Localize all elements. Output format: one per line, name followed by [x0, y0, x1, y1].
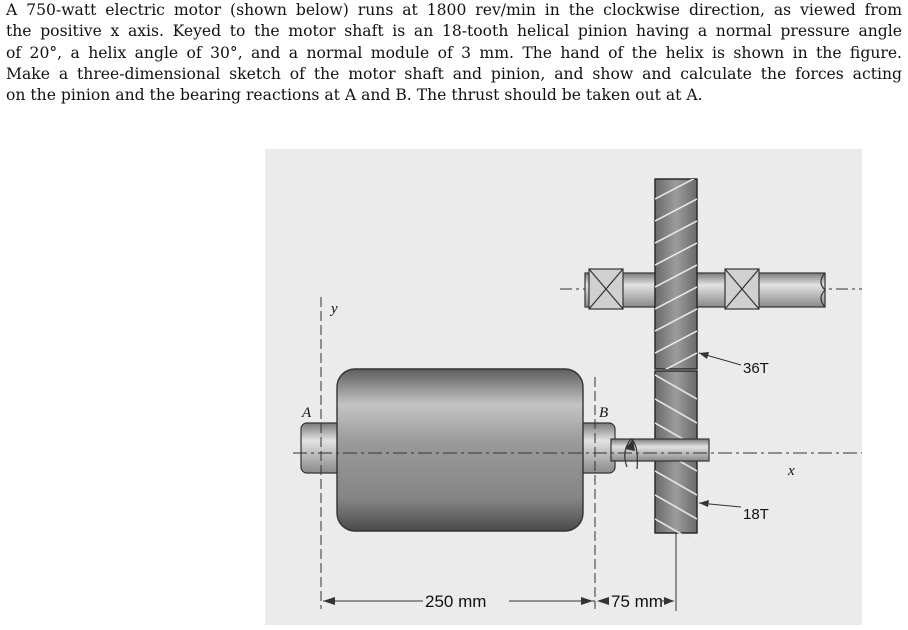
pinion-label-arrowhead [699, 500, 709, 507]
dim-ab-arrow-right [581, 597, 593, 605]
dim-bp-arrow-left [597, 597, 609, 605]
problem-line-2: the positive x axis. Keyed to the motor … [6, 22, 902, 41]
upper-shaft-break [820, 272, 826, 308]
rotation-arrow [624, 438, 638, 470]
problem-line-1: A 750-watt electric motor (shown below) … [6, 1, 902, 19]
motor-figure: y x A B 36T 18T 250 mm 75 mm [265, 149, 862, 625]
y-axis-label: y [329, 301, 338, 317]
bearing-label-a: A [301, 405, 312, 421]
problem-statement: A 750-watt electric motor (shown below) … [6, 0, 902, 106]
gear-label-36t: 36T [743, 360, 769, 377]
upper-bearing-left [588, 268, 624, 310]
dimension-bp: 75 mm [611, 592, 663, 611]
x-axis-label: x [787, 463, 795, 479]
motor-body [300, 368, 710, 532]
rotation-arrow-head [625, 439, 635, 451]
problem-line-5: on the pinion and the bearing reactions … [6, 86, 703, 105]
dimension-ab: 250 mm [425, 592, 486, 611]
gear-36t [654, 178, 698, 370]
dim-bp-arrow-right [664, 597, 674, 605]
problem-line-4: Make a three-dimensional sketch of the m… [6, 64, 902, 83]
gear-label-arrowhead [699, 352, 709, 359]
dim-ab-arrow-left [323, 597, 335, 605]
motor-shaft-diagram: y x A B 36T 18T 250 mm 75 mm [265, 149, 862, 625]
pinion-label-18t: 18T [743, 506, 769, 523]
upper-shaft [584, 272, 826, 308]
upper-bearing-right [724, 268, 760, 310]
problem-line-3: of 20°, a helix angle of 30°, and a norm… [6, 43, 902, 62]
bearing-label-b: B [599, 405, 608, 421]
